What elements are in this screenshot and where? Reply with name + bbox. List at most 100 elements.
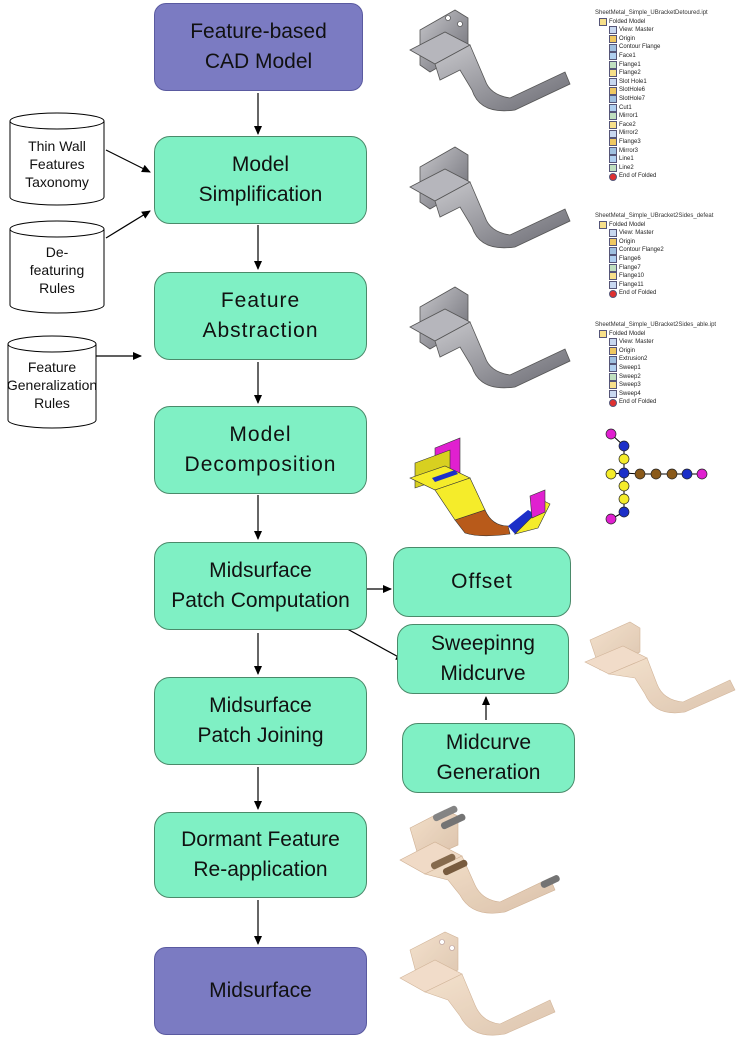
graph-node <box>681 468 693 480</box>
feature-tree-item-label: End of Folded <box>619 399 657 406</box>
feature-tree-item[interactable]: Extrusion2 <box>595 355 743 364</box>
feature-tree-item-label: Sweep1 <box>619 364 641 371</box>
feature-icon <box>609 129 617 138</box>
feature-tree-item[interactable]: Slot Hole1 <box>595 78 743 87</box>
offset-box: Offset <box>393 547 571 617</box>
graph-node <box>650 468 662 480</box>
feature-tree-item[interactable]: Line1 <box>595 155 743 164</box>
feature-icon <box>609 138 617 147</box>
feature-tree-item[interactable]: Folded Model <box>595 329 743 339</box>
feature-tree-item[interactable]: Face2 <box>595 121 743 130</box>
feature-icon <box>609 35 617 44</box>
model-decomposition-box: Model Decomposition <box>154 406 367 494</box>
sweeping-midcurve-box: Sweepinng Midcurve <box>397 624 569 694</box>
feature-tree-item[interactable]: Flange1 <box>595 60 743 70</box>
generalization-database-label: Feature Generalization Rules <box>6 359 98 411</box>
defeaturing-database-label: De- featuring Rules <box>29 244 85 296</box>
feature-tree-item-label: Slot Hole1 <box>619 78 647 85</box>
feature-tree-item[interactable]: Sweep1 <box>595 364 743 373</box>
feature-icon <box>609 95 617 104</box>
midsurface-result-part-image <box>399 931 556 1036</box>
graph-node <box>605 468 617 480</box>
feature-tree-item[interactable]: Origin <box>595 347 743 356</box>
feature-tree-item[interactable]: Face1 <box>595 52 743 61</box>
graph-node <box>696 468 708 480</box>
feature-tree-item-label: End of Folded <box>619 290 657 297</box>
feature-tree-item-label: Origin <box>619 35 636 42</box>
decomposed-part-image <box>409 437 551 537</box>
feature-icon <box>609 398 617 407</box>
feature-icon <box>609 78 617 87</box>
feature-tree-title: SheetMetal_Simple_UBracketDetoured.ipt <box>595 10 708 16</box>
graph-node <box>618 506 630 518</box>
feature-tree-item[interactable]: Contour Flange2 <box>595 246 743 255</box>
feature-tree-item[interactable]: Sweep4 <box>595 390 743 399</box>
feature-tree-item-label: Line2 <box>619 164 634 171</box>
feature-tree-item[interactable]: Sweep2 <box>595 372 743 382</box>
feature-tree-item[interactable]: Flange10 <box>595 272 743 281</box>
feature-tree-item[interactable]: Origin <box>595 238 743 247</box>
feature-tree-item[interactable]: Contour Flange <box>595 43 743 52</box>
feature-tree-item[interactable]: Flange7 <box>595 263 743 273</box>
feature-icon <box>599 17 607 26</box>
feature-tree-item[interactable]: End of Folded <box>595 398 743 407</box>
feature-tree-item[interactable]: Sweep3 <box>595 381 743 390</box>
feature-tree-item[interactable]: Mirror2 <box>595 129 743 138</box>
arrow-defeaturing-to-simplification <box>105 210 151 239</box>
graph-node <box>618 453 630 465</box>
feature-tree-item[interactable]: Line2 <box>595 163 743 173</box>
feature-tree-item[interactable]: Cut1 <box>595 103 743 113</box>
arrow-taxonomy-to-simplification <box>105 149 151 173</box>
feature-icon <box>609 263 617 272</box>
feature-icon <box>609 364 617 373</box>
feature-tree-item-label: SlotHole6 <box>619 87 646 94</box>
feature-tree-item[interactable]: View: Master <box>595 26 743 35</box>
feature-tree-item[interactable]: End of Folded <box>595 172 743 181</box>
database-cylinders <box>7 112 105 429</box>
defeaturing-database-icon <box>9 220 105 314</box>
feature-tree-item-label: Folded Model <box>609 330 646 337</box>
feature-tree-item[interactable]: Mirror3 <box>595 146 743 156</box>
feature-tree-item[interactable]: Folded Model <box>595 220 743 230</box>
feature-tree-item[interactable]: End of Folded <box>595 289 743 298</box>
feature-tree-item[interactable]: Flange2 <box>595 69 743 78</box>
feature-icon <box>609 52 617 61</box>
feature-tree-item-label: Sweep2 <box>619 373 641 380</box>
feature-tree-item-label: End of Folded <box>619 173 657 180</box>
feature-tree-item[interactable]: Mirror1 <box>595 112 743 121</box>
taxonomy-database-icon <box>9 112 105 206</box>
feature-tree-item-label: Mirror3 <box>619 147 638 154</box>
feature-icon <box>609 390 617 399</box>
flow-arrows <box>96 93 490 945</box>
feature-icon <box>609 112 617 121</box>
dormant-result-part-image <box>399 805 560 914</box>
feature-tree-item[interactable]: SlotHole6 <box>595 86 743 95</box>
feature-tree-item-label: Origin <box>619 238 636 245</box>
feature-tree-item-label: Line1 <box>619 156 634 163</box>
feature-tree-item-label: View: Master <box>619 27 654 34</box>
midsurface-patch-joining-box: Midsurface Patch Joining <box>154 677 367 765</box>
feature-tree-item[interactable]: Flange6 <box>595 255 743 264</box>
feature-tree-item[interactable]: Flange11 <box>595 281 743 290</box>
feature-icon <box>609 338 617 347</box>
feature-tree-item[interactable]: View: Master <box>595 338 743 347</box>
feature-tree-item-label: Origin <box>619 347 636 354</box>
feature-icon <box>609 281 617 290</box>
feature-tree-item[interactable]: Folded Model <box>595 17 743 27</box>
feature-icon <box>609 43 617 52</box>
generalization-database-icon <box>7 335 97 429</box>
feature-tree-item-label: Contour Flange2 <box>619 247 664 254</box>
feature-tree-item-label: View: Master <box>619 230 654 237</box>
feature-tree-item[interactable]: Origin <box>595 35 743 44</box>
dormant-feature-box: Dormant Feature Re-application <box>154 812 367 898</box>
cad-model-part-image <box>409 9 571 112</box>
feature-tree-item-label: Extrusion2 <box>619 356 648 363</box>
feature-tree-item[interactable]: SlotHole7 <box>595 95 743 104</box>
feature-tree-item[interactable]: Flange3 <box>595 138 743 147</box>
feature-icon <box>609 272 617 281</box>
feature-tree-item[interactable]: View: Master <box>595 229 743 238</box>
graph-node <box>618 493 630 505</box>
feature-icon <box>609 381 617 390</box>
decomposition-graph <box>605 428 708 525</box>
